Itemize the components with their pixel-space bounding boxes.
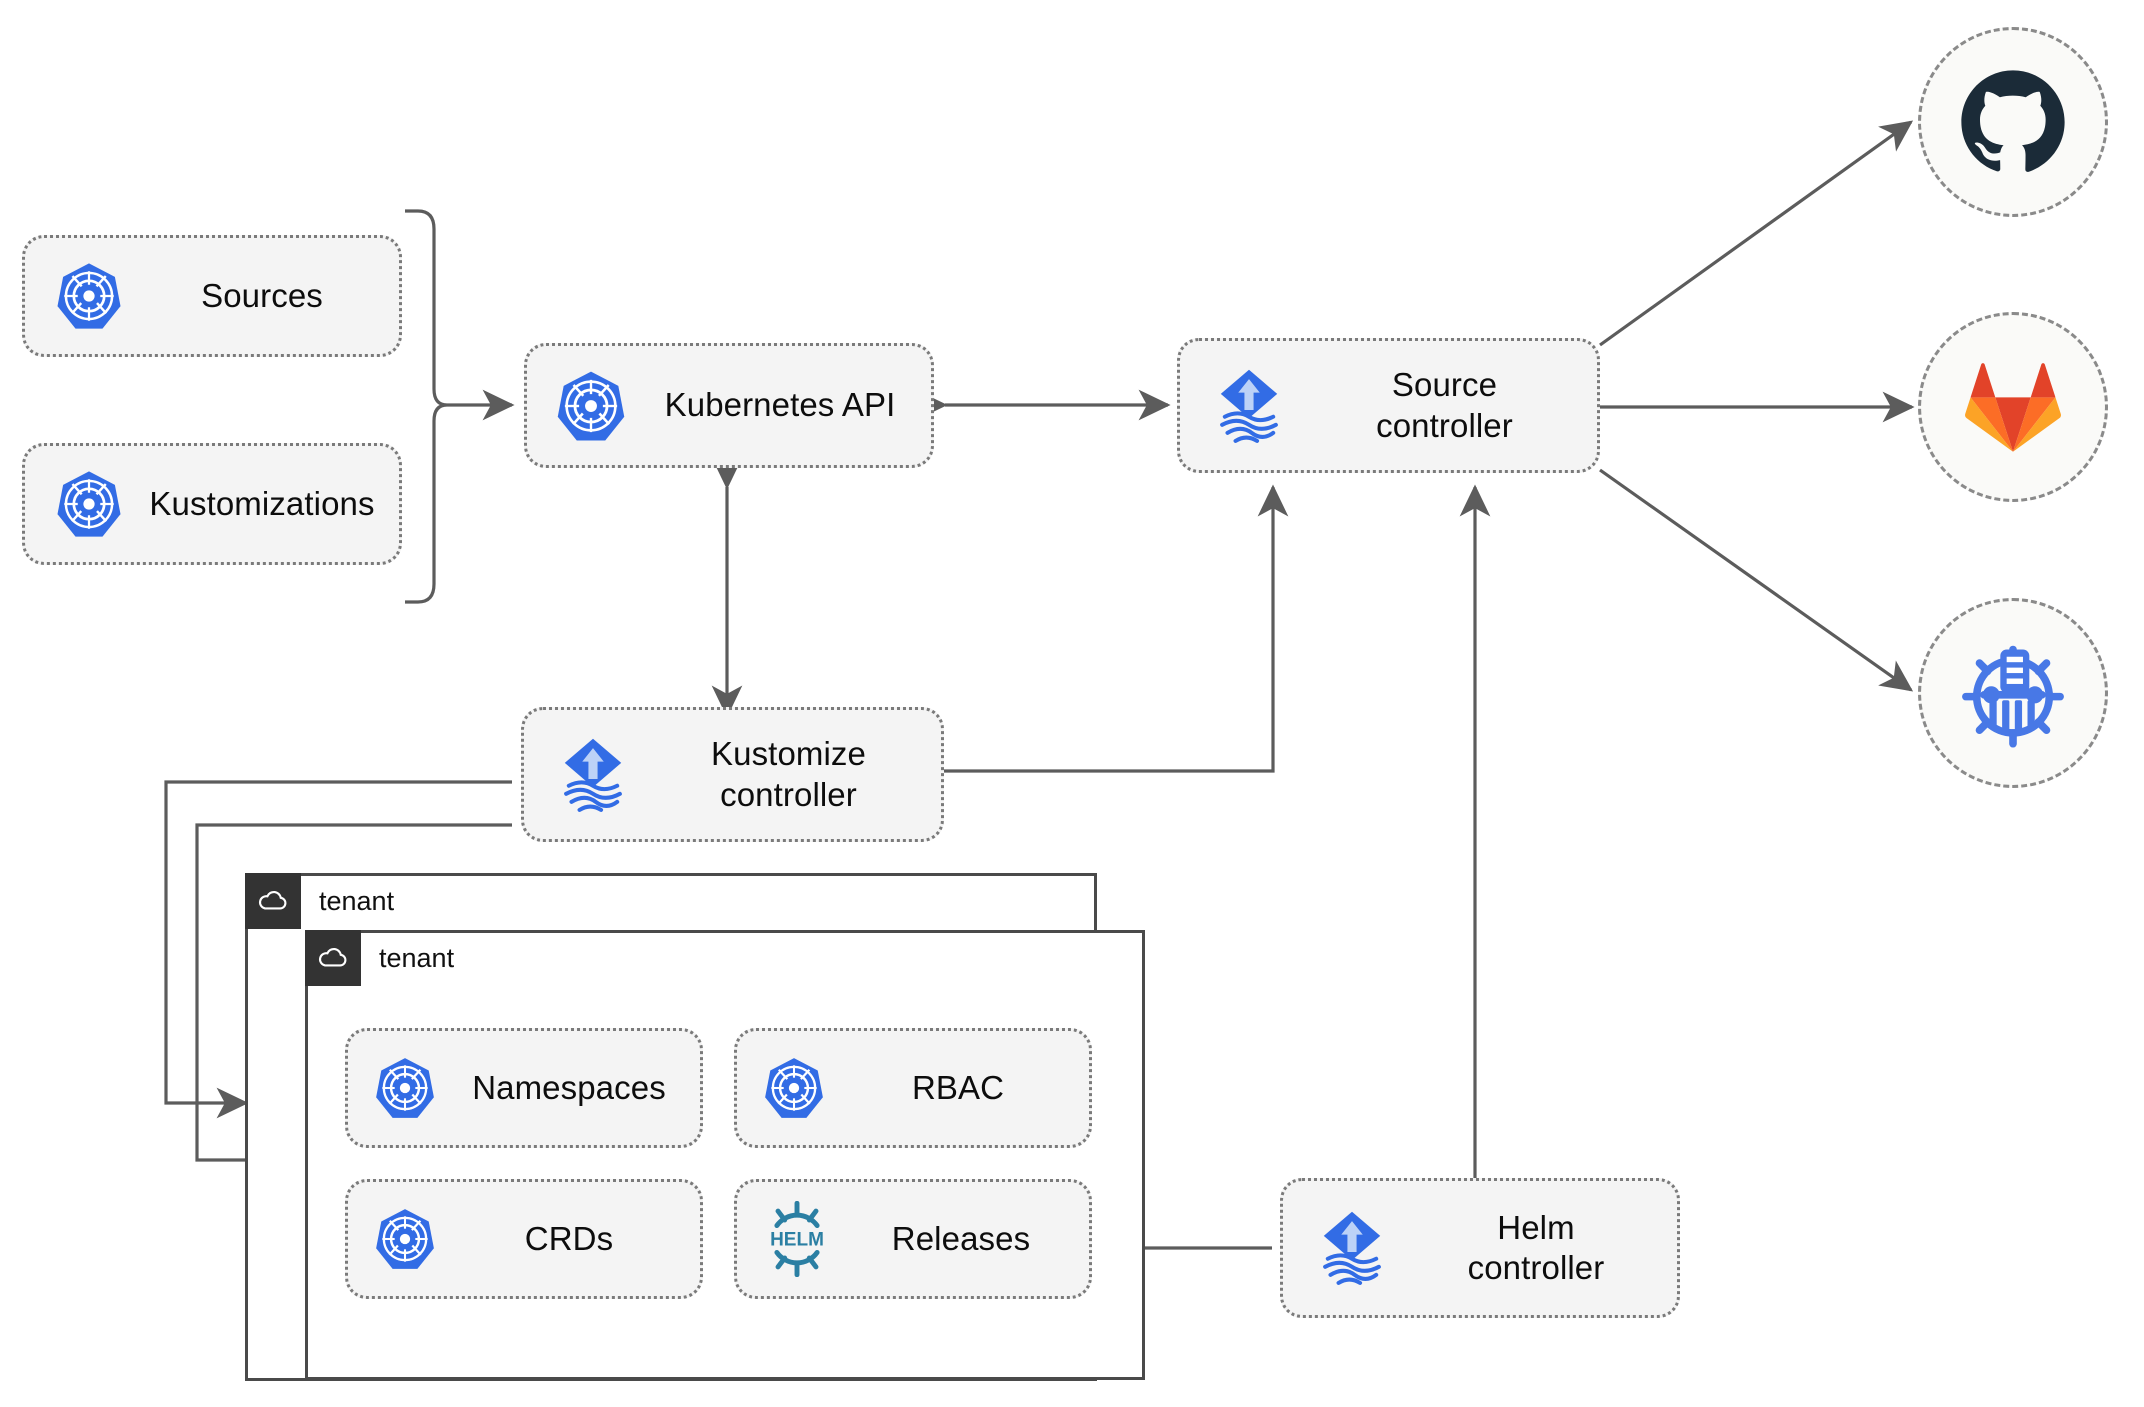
helm-chart-icon bbox=[1962, 645, 2064, 748]
kubernetes-icon bbox=[53, 260, 125, 332]
node-label: Kustomizations bbox=[149, 484, 375, 522]
provider-helm[interactable] bbox=[1918, 598, 2108, 788]
node-source-controller[interactable]: Source controller bbox=[1177, 338, 1600, 473]
node-helm-controller[interactable]: Helm controller bbox=[1280, 1178, 1680, 1318]
kubernetes-icon bbox=[372, 1055, 438, 1121]
tenant-title-bar: tenant bbox=[245, 873, 394, 929]
tenant-title-bar: tenant bbox=[305, 930, 454, 986]
provider-gitlab[interactable] bbox=[1918, 312, 2108, 502]
tenant-label: tenant bbox=[319, 885, 395, 916]
kubernetes-icon bbox=[553, 368, 629, 444]
node-label: Sources bbox=[201, 276, 323, 314]
kubernetes-icon bbox=[372, 1206, 438, 1272]
cloud-icon bbox=[305, 930, 361, 986]
kubernetes-icon bbox=[53, 468, 125, 540]
node-rbac[interactable]: RBAC bbox=[734, 1028, 1092, 1148]
node-label: Namespaces bbox=[472, 1068, 666, 1106]
cloud-icon bbox=[245, 873, 301, 929]
node-label: Kubernetes API bbox=[664, 386, 896, 424]
node-crds[interactable]: CRDs bbox=[345, 1179, 703, 1299]
helm-wordmark-icon: HELM bbox=[761, 1201, 833, 1277]
provider-github[interactable] bbox=[1918, 27, 2108, 217]
flux-icon bbox=[1309, 1205, 1395, 1291]
node-sources[interactable]: Sources bbox=[22, 235, 402, 357]
node-label: CRDs bbox=[524, 1219, 614, 1257]
node-kustomize-controller[interactable]: Kustomize controller bbox=[521, 707, 944, 842]
helm-wordmark-text: HELM bbox=[770, 1230, 824, 1251]
node-kustomizations[interactable]: Kustomizations bbox=[22, 443, 402, 565]
node-label: RBAC bbox=[911, 1068, 1005, 1106]
node-releases[interactable]: HELM Releases bbox=[734, 1179, 1092, 1299]
github-icon bbox=[1961, 70, 2065, 172]
node-label: Kustomize controller bbox=[711, 735, 866, 813]
node-kubernetes-api[interactable]: Kubernetes API bbox=[524, 343, 934, 468]
node-label: Helm controller bbox=[1467, 1208, 1605, 1286]
tenant-label: tenant bbox=[379, 942, 455, 973]
flux-icon bbox=[1206, 363, 1292, 449]
kubernetes-icon bbox=[761, 1055, 827, 1121]
node-label: Releases bbox=[891, 1219, 1031, 1257]
node-namespaces[interactable]: Namespaces bbox=[345, 1028, 703, 1148]
gitlab-icon bbox=[1965, 363, 2061, 452]
node-label: Source controller bbox=[1376, 366, 1513, 444]
flux-icon bbox=[550, 732, 636, 818]
tenant-frame-inner: tenant bbox=[305, 930, 1145, 1380]
